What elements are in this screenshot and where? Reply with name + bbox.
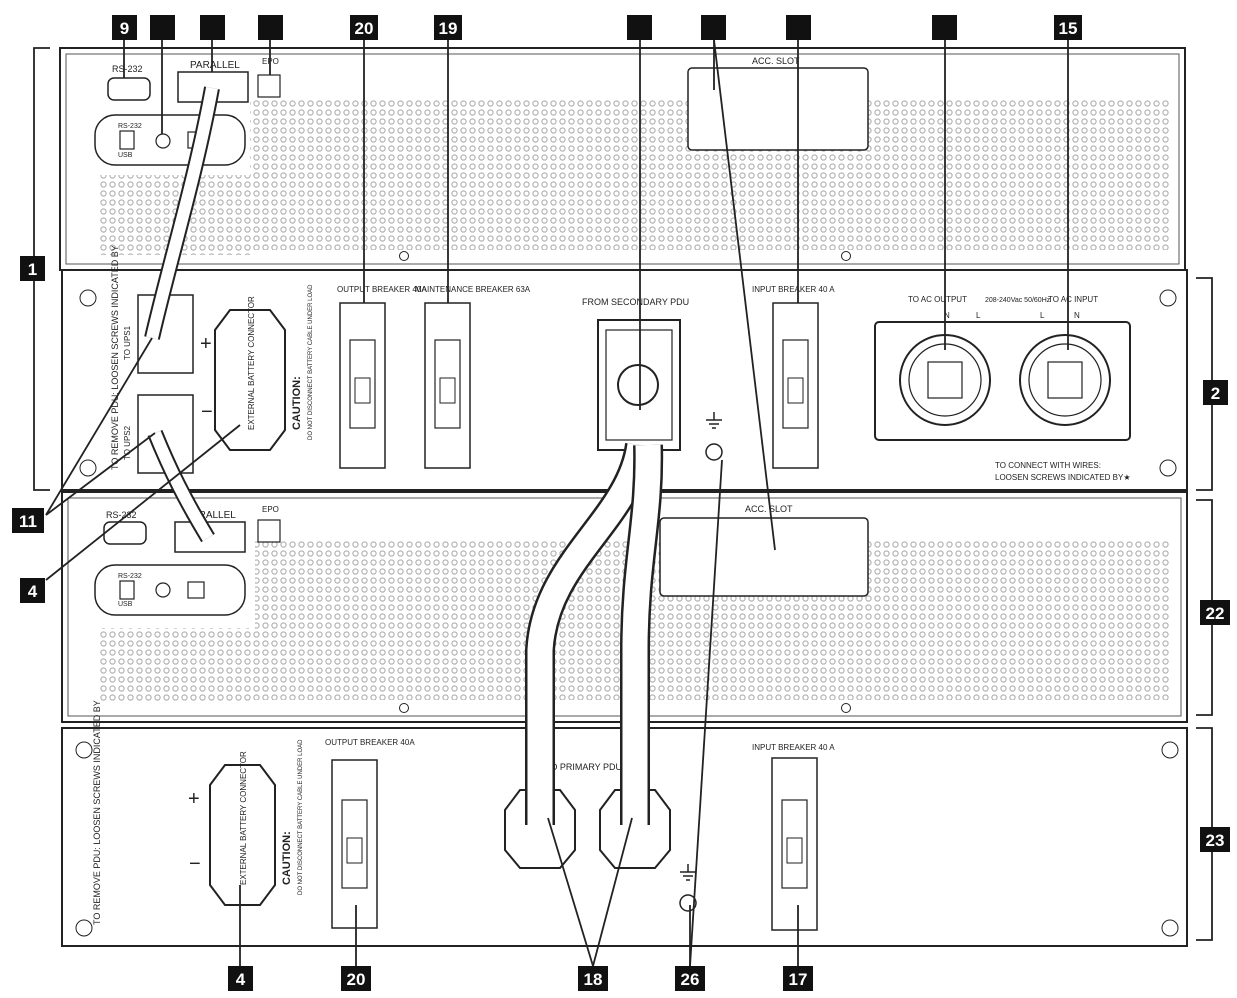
callout-15: 15 bbox=[1059, 19, 1078, 38]
lower-rs232-label: RS-232 bbox=[106, 510, 137, 520]
upper-rs232-label: RS-232 bbox=[112, 64, 143, 74]
pdu-battery-connector bbox=[214, 309, 286, 451]
upper-ups-screw bbox=[841, 251, 851, 261]
lower-parallel-label: PARALLEL bbox=[186, 510, 236, 521]
upper-acc-slot bbox=[687, 67, 869, 151]
pdu2-remove-note: TO REMOVE PDU: LOOSEN SCREWS INDICATED B… bbox=[92, 700, 102, 925]
callout-4-box-bottom bbox=[228, 966, 253, 991]
callout-2: 2 bbox=[1211, 384, 1220, 403]
lower-rs232-port bbox=[103, 521, 147, 545]
lower-ups-screw bbox=[399, 703, 409, 713]
cables bbox=[144, 86, 664, 825]
upper-rs232-port bbox=[107, 77, 151, 101]
pdu2-to-primary-label: TO PRIMARY PDU bbox=[545, 762, 622, 772]
lower-ups-screw bbox=[841, 703, 851, 713]
pdu-connect-note-2: LOOSEN SCREWS INDICATED BY★ bbox=[995, 473, 1131, 482]
callout-18: 18 bbox=[584, 970, 603, 989]
pdu2-caution-title: CAUTION: bbox=[281, 831, 293, 885]
upper-ups-unit: RS-232 RS-232 USB PARALLEL EPO ACC. SLOT bbox=[59, 47, 1186, 271]
callout-20-box-bottom bbox=[341, 966, 371, 991]
pdu2-minus-sign: − bbox=[189, 853, 201, 875]
callout-17-box bbox=[783, 966, 813, 991]
callout-blank-box bbox=[627, 15, 652, 40]
pdu2-output-breaker-label: OUTPUT BREAKER 40A bbox=[325, 738, 415, 747]
callout-blank-box bbox=[150, 15, 175, 40]
callout-4-bottom: 4 bbox=[236, 970, 246, 989]
callout-blank-box bbox=[932, 15, 957, 40]
pdu-maintenance-breaker-label: MAINTENANCE BREAKER 63A bbox=[415, 285, 531, 294]
brackets-and-leaders bbox=[33, 38, 1213, 967]
lower-usb-label: USB bbox=[118, 601, 133, 608]
callout-26: 26 bbox=[681, 970, 700, 989]
callout-2-box bbox=[1203, 380, 1228, 405]
callout-23: 23 bbox=[1206, 831, 1225, 850]
callout-26-box bbox=[675, 966, 705, 991]
ac-input-terminal-l: L bbox=[1040, 311, 1045, 320]
callout-blank-box bbox=[258, 15, 283, 40]
ac-output-label: TO AC OUTPUT bbox=[908, 295, 967, 304]
lower-acc-slot-label: ACC. SLOT bbox=[745, 504, 793, 514]
pdu-input-breaker-label: INPUT BREAKER 40 A bbox=[752, 285, 835, 294]
callout-4-box-top bbox=[20, 578, 45, 603]
callout-11-box bbox=[12, 508, 44, 533]
lower-epo-label: EPO bbox=[262, 505, 279, 514]
upper-epo-connector bbox=[257, 74, 281, 98]
upper-acc-slot-label: ACC. SLOT bbox=[752, 56, 800, 66]
pdu-output-breaker-label: OUTPUT BREAKER 40A bbox=[337, 285, 427, 294]
lower-ups-unit: RS-232 PARALLEL EPO RS-232 USB ACC. SLOT bbox=[61, 491, 1188, 723]
callout-22-box bbox=[1200, 600, 1230, 625]
ac-voltage-label: 208-240Vac 50/60Hz bbox=[985, 297, 1051, 304]
to-ups1-label: TO UPS1 bbox=[123, 325, 132, 360]
pdu2-ground-terminal bbox=[679, 864, 697, 912]
callout-blank-box bbox=[200, 15, 225, 40]
pdu2-battery-connector bbox=[209, 764, 276, 906]
callout-20-bottom: 20 bbox=[347, 970, 366, 989]
callout-4-top: 4 bbox=[28, 582, 38, 601]
callout-1: 1 bbox=[28, 260, 37, 279]
pdu2-battery-connector-label: EXTERNAL BATTERY CONNECTOR bbox=[239, 751, 248, 885]
pdu2-caution-text: DO NOT DISCONNECT BATTERY CABLE UNDER LO… bbox=[298, 739, 304, 895]
callout-20-box bbox=[350, 15, 378, 40]
ac-output-terminal-n: N bbox=[944, 311, 950, 320]
lower-acc-slot bbox=[659, 517, 869, 597]
callout-22: 22 bbox=[1206, 604, 1225, 623]
callout-17: 17 bbox=[789, 970, 808, 989]
pdu-battery-connector-label: EXTERNAL BATTERY CONNECTOR bbox=[247, 296, 256, 430]
lower-rs232-small-label: RS-232 bbox=[118, 573, 142, 580]
callout-9-box bbox=[112, 15, 137, 40]
callout-19-box bbox=[434, 15, 462, 40]
callout-23-box bbox=[1200, 827, 1230, 852]
cable-gland-right bbox=[599, 789, 671, 869]
callout-11: 11 bbox=[19, 512, 37, 531]
callout-15-box bbox=[1054, 15, 1082, 40]
pdu-from-secondary-label: FROM SECONDARY PDU bbox=[582, 297, 689, 307]
lower-epo-connector bbox=[257, 519, 281, 543]
pdu2-input-breaker-label: INPUT BREAKER 40 A bbox=[752, 743, 835, 752]
pdu-remove-note: TO REMOVE PDU: LOOSEN SCREWS INDICATED B… bbox=[110, 245, 120, 470]
pdu-connect-note-1: TO CONNECT WITH WIRES: bbox=[995, 461, 1101, 470]
pdu-caution-title: CAUTION: bbox=[291, 376, 303, 430]
callout-blank-box bbox=[701, 15, 726, 40]
ac-output-terminal-l: L bbox=[976, 311, 981, 320]
callout-blank-box bbox=[786, 15, 811, 40]
upper-ups-screw bbox=[399, 251, 409, 261]
ac-input-label: TO AC INPUT bbox=[1048, 295, 1098, 304]
pdu-plus-sign: + bbox=[200, 333, 212, 355]
to-ups2-label: TO UPS2 bbox=[123, 425, 132, 460]
callout-20-top: 20 bbox=[355, 19, 374, 38]
pdu-ground-terminal bbox=[705, 412, 723, 461]
pdu-caution-text: DO NOT DISCONNECT BATTERY CABLE UNDER LO… bbox=[308, 284, 314, 440]
upper-usb-label: USB bbox=[118, 152, 133, 159]
callout-9: 9 bbox=[120, 19, 129, 38]
pdu-minus-sign: − bbox=[201, 401, 213, 423]
callout-1-box bbox=[20, 256, 45, 281]
ac-input-terminal-n: N bbox=[1074, 311, 1080, 320]
pdu2-plus-sign: + bbox=[188, 788, 200, 810]
callout-19: 19 bbox=[439, 19, 458, 38]
upper-parallel-label: PARALLEL bbox=[190, 60, 240, 71]
callout-badges: 9 20 19 15 1 2 11 4 22 23 4 20 18 26 17 bbox=[12, 15, 1230, 991]
upper-rs232-small-label: RS-232 bbox=[118, 123, 142, 130]
callout-18-box bbox=[578, 966, 608, 991]
